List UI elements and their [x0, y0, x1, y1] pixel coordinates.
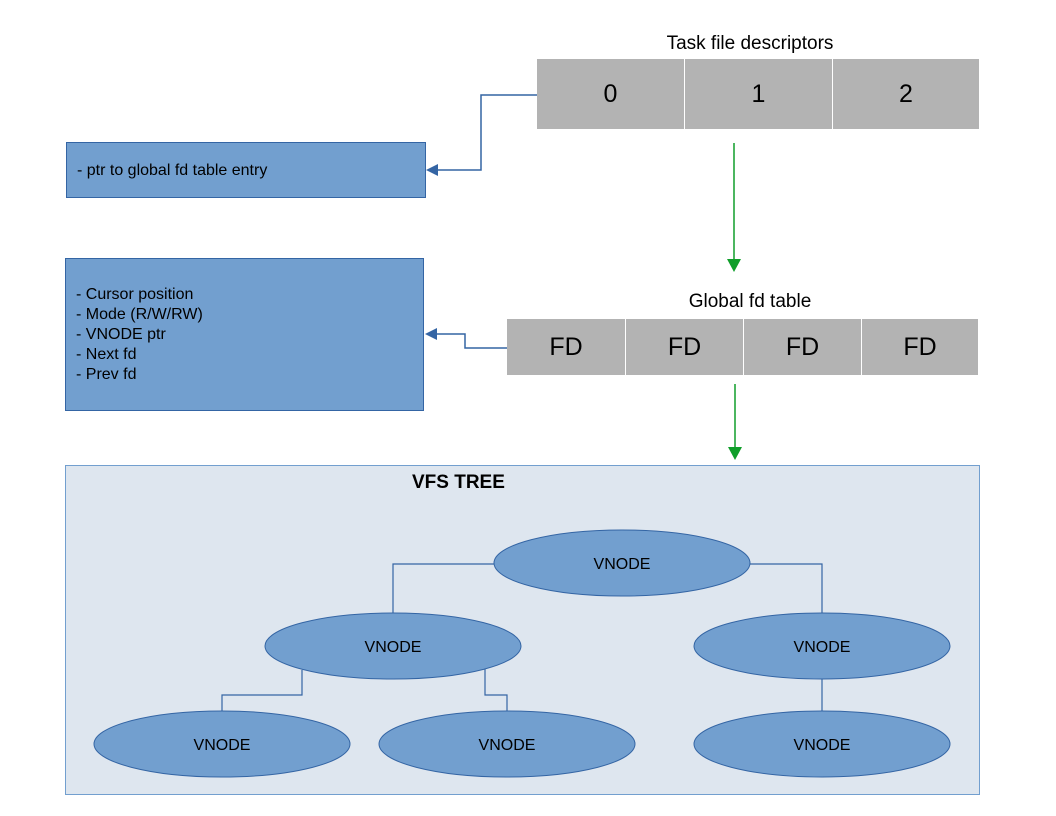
vnode-root-label: VNODE — [594, 556, 651, 573]
global-fd-cell-1: FD — [625, 319, 743, 375]
vnode-left-left: VNODE — [93, 710, 351, 778]
vnode-left: VNODE — [264, 612, 522, 680]
vnode-left-left-shape — [93, 710, 351, 778]
global-fd-cell-3: FD — [861, 319, 978, 375]
fd-info-line-prev-fd: - Prev fd — [76, 366, 137, 383]
global-fd-table: FD FD FD FD — [507, 319, 978, 375]
global-fd-title: Global fd table — [688, 291, 812, 312]
vfs-tree-title: VFS TREE — [412, 472, 505, 493]
arrow-head-global — [727, 259, 741, 272]
fd-info-line-mode: - Mode (R/W/RW) — [76, 306, 203, 323]
tree-edge-left-leftleft — [221, 670, 303, 712]
fd-info-line-next-fd: - Next fd — [76, 346, 137, 363]
vnode-left-label: VNODE — [365, 639, 422, 656]
fd-info-line-vnode-ptr: - VNODE ptr — [76, 326, 166, 343]
tree-edge-left-leftright — [484, 668, 508, 712]
fd-info-line-cursor: - Cursor position — [76, 286, 194, 303]
arrow-global-to-info-box — [436, 333, 507, 349]
task-fd-cell-1: 1 — [684, 59, 832, 129]
arrow-head-vfs — [728, 447, 742, 460]
task-fd-cell-2: 2 — [832, 59, 979, 129]
global-fd-cell-2: FD — [743, 319, 861, 375]
vnode-left-right-shape — [378, 710, 636, 778]
task-fd-title: Task file descriptors — [666, 33, 834, 54]
vnode-root-shape — [493, 529, 751, 597]
vnode-left-right: VNODE — [378, 710, 636, 778]
fd-entry-info-box: - Cursor position - Mode (R/W/RW) - VNOD… — [65, 258, 424, 411]
task-fd-cell-0: 0 — [537, 59, 684, 129]
vnode-right-child: VNODE — [693, 710, 951, 778]
global-fd-cell-0: FD — [507, 319, 625, 375]
vnode-right-child-label: VNODE — [794, 737, 851, 754]
vnode-root: VNODE — [493, 529, 751, 597]
vnode-left-shape — [264, 612, 522, 680]
ptr-info-line: - ptr to global fd table entry — [77, 162, 268, 179]
vnode-right: VNODE — [693, 612, 951, 680]
task-fd-table: 0 1 2 — [537, 59, 979, 129]
arrow-task-to-ptr-box — [436, 94, 537, 171]
vnode-left-left-label: VNODE — [194, 737, 251, 754]
arrow-head-ptr-box — [426, 164, 438, 176]
tree-edge-root-right — [750, 563, 823, 613]
vnode-right-label: VNODE — [794, 639, 851, 656]
arrow-head-info-box — [425, 328, 437, 340]
vnode-right-shape — [693, 612, 951, 680]
vnode-left-right-label: VNODE — [479, 737, 536, 754]
tree-edge-root-left — [392, 563, 494, 613]
ptr-info-box: - ptr to global fd table entry — [66, 142, 426, 198]
vnode-right-child-shape — [693, 710, 951, 778]
